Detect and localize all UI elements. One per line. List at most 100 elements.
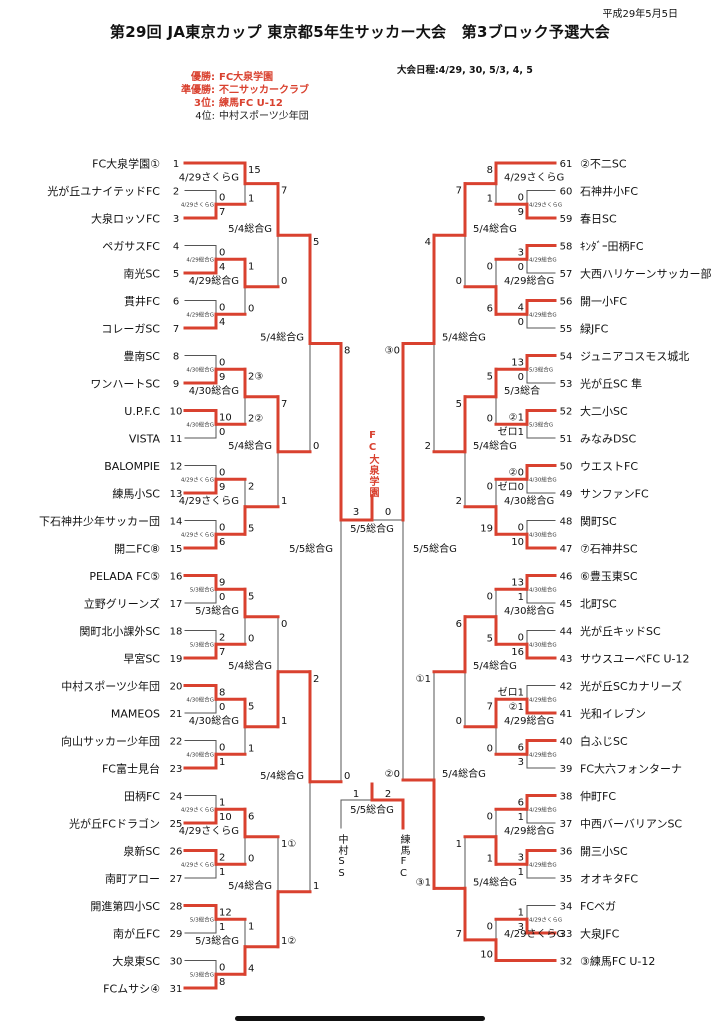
team-name: 南町アロー xyxy=(105,873,160,886)
team-seed-number: 22 xyxy=(170,737,183,748)
match-score: 0 xyxy=(219,248,225,259)
team-name: 中村スポーツ少年団 xyxy=(61,679,160,693)
team-seed-number: 47 xyxy=(560,544,573,555)
team-seed-number: 13 xyxy=(170,489,183,500)
match-venue: 5/4総合G xyxy=(228,439,272,452)
team-seed-number: 21 xyxy=(170,709,183,720)
team-seed-number: 17 xyxy=(170,599,183,610)
team-seed-number: 53 xyxy=(560,379,573,390)
match-venue-small: 4/29さくらG xyxy=(181,806,214,813)
match-score: 10 xyxy=(219,812,232,823)
result-value: 不二サッカークラブ xyxy=(219,85,309,96)
match-score: 0 xyxy=(487,591,493,602)
match-score: 0 xyxy=(219,358,225,369)
match-venue-small: 4/30総合G xyxy=(186,750,214,758)
match-score: 0 xyxy=(456,716,462,727)
team-name: 早宮SC xyxy=(123,652,160,666)
team-name: オオキタFC xyxy=(580,873,638,886)
match-score: ゼロ1 xyxy=(498,426,524,438)
team-name: 関町北小課外SC xyxy=(79,624,160,638)
match-venue: 4/29さくらG xyxy=(179,172,239,184)
match-venue-small: 4/29総合G xyxy=(529,860,557,868)
match-venue-small: 5/3総合G xyxy=(529,365,553,373)
team-name: FC富士見台 xyxy=(102,762,160,776)
match-score: 4 xyxy=(219,317,225,328)
match-venue-small: 4/30総合G xyxy=(529,530,557,538)
team-seed-number: 59 xyxy=(560,214,573,225)
match-score: 0 xyxy=(487,413,493,424)
match-venue-small: 4/30総合G xyxy=(529,640,557,648)
match-score: ②1 xyxy=(509,413,524,424)
match-venue-small: 4/29さくらG xyxy=(529,916,562,923)
match-score: 0 xyxy=(281,276,287,287)
team-name: 南光SC xyxy=(123,267,160,281)
match-score: 1 xyxy=(248,743,254,754)
match-score: 3 xyxy=(518,853,524,864)
team-seed-number: 44 xyxy=(560,627,573,638)
match-score: ゼロ1 xyxy=(498,687,524,699)
match-score: 0 xyxy=(281,619,287,630)
match-score: 5 xyxy=(487,633,493,644)
team-name: FC大泉学園① xyxy=(92,157,160,171)
match-score: ③0 xyxy=(385,345,400,356)
team-name: FC大六フォンターナ xyxy=(580,762,682,776)
match-score: 5 xyxy=(248,701,254,712)
team-seed-number: 15 xyxy=(170,544,183,555)
match-score: 4 xyxy=(425,237,431,248)
team-name: 関町SC xyxy=(580,515,617,528)
match-venue: 5/5総合G xyxy=(413,542,457,555)
team-seed-number: 16 xyxy=(170,572,183,583)
match-venue-small: 4/30総合G xyxy=(529,475,557,483)
match-score: 2 xyxy=(425,441,431,452)
match-score: 1 xyxy=(518,592,524,603)
match-score: 1 xyxy=(487,853,493,864)
match-score: 0 xyxy=(518,523,524,534)
match-score: 0 xyxy=(219,523,225,534)
match-score: 4 xyxy=(219,262,225,273)
result-value: 練馬FC U-12 xyxy=(219,98,283,109)
team-seed-number: 36 xyxy=(560,847,573,858)
team-name: FCベガ xyxy=(580,900,616,913)
home-indicator[interactable] xyxy=(235,1016,485,1021)
match-score: 5 xyxy=(248,591,254,602)
match-score: ①1 xyxy=(416,674,431,685)
match-score: 8 xyxy=(219,977,225,988)
match-score: 0 xyxy=(344,771,350,782)
team-name: ⑦石神井SC xyxy=(580,542,638,556)
match-score: 0 xyxy=(456,276,462,287)
match-venue: 5/4総合G xyxy=(442,330,486,343)
team-name: 泉新SC xyxy=(123,844,160,858)
match-score: 4 xyxy=(518,303,524,314)
team-name: 光が丘FCドラゴン xyxy=(69,817,160,831)
third-place-venue: 5/5総合G xyxy=(350,803,394,816)
match-score: 1 xyxy=(313,881,319,892)
match-venue-small: 4/29さくらG xyxy=(181,531,214,538)
match-score: 0 xyxy=(219,743,225,754)
match-score: 6 xyxy=(518,798,524,809)
team-name: 光和イレブン xyxy=(580,707,646,721)
team-name: 光が丘SC 隼 xyxy=(580,377,642,391)
match-score: 3 xyxy=(518,248,524,259)
match-score: ゼロ0 xyxy=(498,481,524,493)
match-score: 6 xyxy=(219,537,225,548)
bracket-lines xyxy=(184,183,556,975)
team-name: 開進第四小SC xyxy=(90,899,160,913)
match-score: 0 xyxy=(518,193,524,204)
team-name: 白ふじSC xyxy=(580,734,628,748)
match-venue: 4/29総合G xyxy=(504,274,554,287)
match-score: 13 xyxy=(511,358,524,369)
team-seed-number: 5 xyxy=(173,269,179,280)
match-score: 4 xyxy=(248,963,254,974)
match-venue-small: 4/29総合G xyxy=(186,255,214,263)
team-seed-number: 26 xyxy=(170,847,183,858)
match-venue-small: 4/29総合G xyxy=(529,750,557,758)
match-venue: 5/4総合G xyxy=(260,330,304,343)
match-score: 0 xyxy=(219,702,225,713)
third-place-right-team: 練馬FC xyxy=(398,834,409,880)
team-seed-number: 12 xyxy=(170,462,183,473)
match-score: 0 xyxy=(219,193,225,204)
match-score: 1 xyxy=(248,921,254,932)
team-seed-number: 2 xyxy=(173,187,179,198)
match-score: 0 xyxy=(219,963,225,974)
